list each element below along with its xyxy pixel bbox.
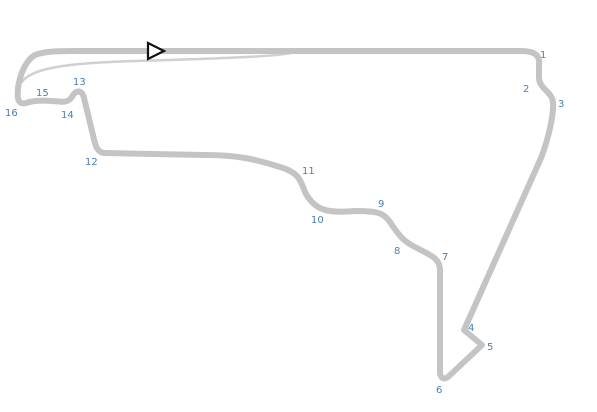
turn-label-12: 12	[85, 157, 98, 168]
turn-label-10: 10	[311, 215, 324, 226]
turn-label-13: 13	[73, 77, 86, 88]
pit-lane	[20, 50, 297, 84]
track-outline	[14, 48, 557, 382]
turn-label-7: 7	[442, 252, 448, 263]
turn-label-5: 5	[487, 342, 493, 353]
turn-label-15: 15	[36, 88, 49, 99]
turn-label-3: 3	[558, 99, 564, 110]
turn-label-14: 14	[61, 110, 74, 121]
turn-label-8: 8	[394, 246, 400, 257]
start-direction-triangle-icon	[146, 41, 167, 61]
turn-label-2: 2	[523, 84, 529, 95]
turn-label-6: 6	[436, 385, 442, 396]
turn-label-1: 1	[540, 50, 546, 61]
turn-label-9: 9	[378, 199, 384, 210]
turn-label-16: 16	[5, 108, 18, 119]
turn-label-4: 4	[468, 323, 474, 334]
turn-label-11: 11	[302, 166, 315, 177]
